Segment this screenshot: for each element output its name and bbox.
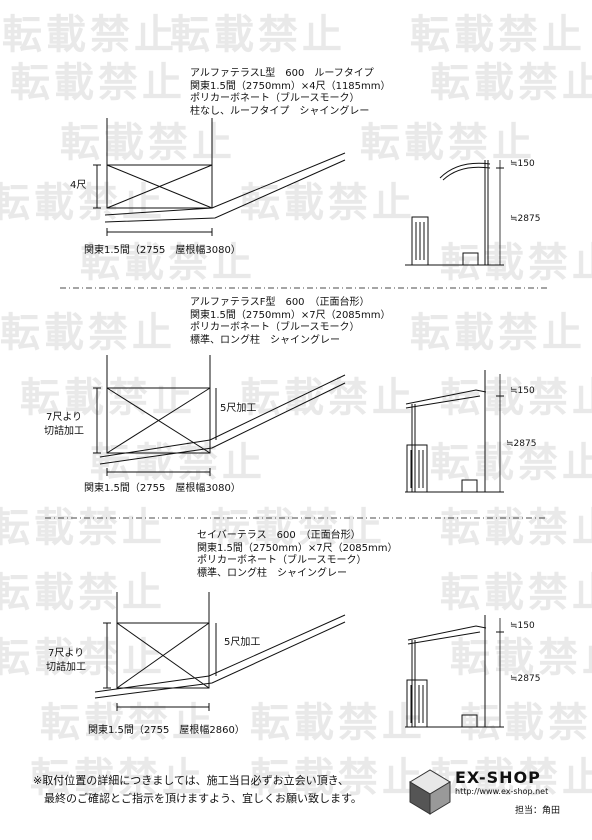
flat-roof-under bbox=[405, 395, 481, 409]
dim-top-label: ≒150 bbox=[510, 386, 535, 396]
carport-cross-2 bbox=[106, 387, 211, 454]
section-3-side-view bbox=[405, 615, 504, 728]
slope-line-2 bbox=[104, 159, 346, 223]
spec-line: ポリカーボネート（ブルースモーク） bbox=[190, 322, 360, 333]
logo-name: EX-SHOP bbox=[455, 768, 541, 787]
watermark-27: 転載禁止 bbox=[250, 700, 426, 746]
watermark-11: 転載禁止 bbox=[440, 240, 592, 286]
cut-label-line-1: 7尺より bbox=[46, 412, 83, 423]
section-3-specs: セイバーテラス 600 （正面台形） 関東1.5間（2750mm）×7尺（208… bbox=[197, 530, 398, 580]
gate-unit bbox=[406, 444, 428, 493]
carport-cross-2 bbox=[116, 622, 210, 689]
watermark-28: 転載禁止 bbox=[460, 700, 592, 746]
dim-top-label: ≒150 bbox=[510, 621, 535, 631]
gate-unit bbox=[411, 216, 429, 266]
cut-label-line-2: 切詰加工 bbox=[44, 426, 84, 437]
spec-line: 柱なし、ルーフタイプ シャイングレー bbox=[190, 105, 370, 117]
spec-line: アルファテラスL型 600 ルーフタイプ bbox=[190, 68, 374, 79]
watermark-9: 転載禁止 bbox=[240, 180, 416, 226]
watermark-8: 転載禁止 bbox=[0, 180, 166, 226]
watermark-15: 転載禁止 bbox=[240, 375, 416, 421]
watermark-30: 転載禁止 bbox=[250, 755, 426, 801]
watermark-10: 転載禁止 bbox=[80, 240, 256, 286]
watermark-20: 転載禁止 bbox=[210, 505, 386, 551]
watermark-13: 転載禁止 bbox=[410, 310, 586, 356]
width-label: 関東1.5間（2755 屋根幅3080） bbox=[84, 245, 241, 256]
watermark-3: 転載禁止 bbox=[410, 12, 586, 58]
width-label: 関東1.5間（2755 屋根幅2860） bbox=[88, 725, 245, 736]
watermark-1: 転載禁止 bbox=[2, 12, 178, 58]
height-label: 5尺加工 bbox=[224, 637, 261, 648]
slope-line-1 bbox=[99, 374, 346, 458]
spec-line: ポリカーボネート（ブルースモーク） bbox=[197, 555, 367, 566]
ex-shop-logo-icon bbox=[409, 769, 451, 815]
watermark-22: 転載禁止 bbox=[0, 570, 166, 616]
slope-line-1 bbox=[104, 152, 346, 216]
height-label: 5尺加工 bbox=[220, 403, 257, 414]
watermark-6: 転載禁止 bbox=[60, 120, 236, 166]
slope-line-2 bbox=[99, 382, 346, 465]
slope-line-2 bbox=[94, 621, 346, 699]
slope-line-1 bbox=[94, 614, 346, 693]
watermark-5: 転載禁止 bbox=[430, 60, 592, 106]
watermark-7: 転載禁止 bbox=[360, 120, 536, 166]
watermark-21: 転載禁止 bbox=[440, 505, 592, 551]
footer-note-line-1: ※取付位置の詳細につきましては、施工当日必ずお立会い頂き、 bbox=[33, 774, 349, 787]
watermark-29: 転載禁止 bbox=[30, 755, 206, 801]
watermark-25: 転載禁止 bbox=[450, 635, 592, 681]
section-3-front-view bbox=[94, 592, 346, 711]
spec-line: 標準、ロング柱 シャイングレー bbox=[190, 334, 340, 346]
watermark-2: 転載禁止 bbox=[170, 12, 346, 58]
watermark-17: 転載禁止 bbox=[90, 440, 266, 486]
spec-line: セイバーテラス 600 （正面台形） bbox=[197, 530, 361, 541]
curved-roof-inner bbox=[442, 166, 491, 181]
watermark-18: 転載禁止 bbox=[430, 440, 592, 486]
dim-height-label: ≒2875 bbox=[510, 214, 541, 224]
spec-line: 関東1.5間（2750mm）×7尺（2085mm） bbox=[197, 542, 398, 554]
logo-url: http://www.ex-shop.net bbox=[455, 787, 549, 796]
flat-roof-under bbox=[407, 631, 481, 645]
carport-frame bbox=[106, 387, 211, 454]
watermark-24: 転載禁止 bbox=[0, 635, 166, 681]
spec-line: 関東1.5間（2750mm）×4尺（1185mm） bbox=[190, 80, 391, 92]
cut-label-line-2: 切詰加工 bbox=[46, 662, 86, 673]
height-label: 4尺 bbox=[70, 180, 87, 191]
section-1-side-view bbox=[405, 160, 504, 266]
flat-roof bbox=[407, 625, 487, 641]
watermark-26: 転載禁止 bbox=[40, 700, 216, 746]
watermark-14: 転載禁止 bbox=[20, 375, 196, 421]
spec-line: 関東1.5間（2750mm）×7尺（2085mm） bbox=[190, 309, 391, 321]
spec-line: 標準、ロング柱 シャイングレー bbox=[197, 567, 347, 579]
watermark-31: 転載禁止 bbox=[430, 755, 592, 801]
gate-unit bbox=[406, 679, 428, 728]
carport-frame bbox=[116, 622, 210, 689]
section-2-specs: アルファテラスF型 600 （正面台形） 関東1.5間（2750mm）×7尺（2… bbox=[190, 297, 391, 347]
spec-line: ポリカーボネート（ブルースモーク） bbox=[190, 93, 360, 104]
carport-cross-2 bbox=[106, 164, 213, 209]
dim-height-label: ≒2875 bbox=[506, 439, 537, 449]
section-1-front-view bbox=[93, 118, 346, 236]
watermark-4: 転載禁止 bbox=[10, 60, 186, 106]
section-2-side-view bbox=[405, 370, 504, 493]
staff-label: 担当：角田 bbox=[515, 806, 561, 816]
ex-shop-logo: EX-SHOP http://www.ex-shop.net bbox=[455, 768, 548, 796]
small-box bbox=[461, 479, 478, 493]
carport-frame bbox=[106, 164, 213, 209]
cut-label-line-1: 7尺より bbox=[48, 648, 85, 659]
curved-roof bbox=[439, 162, 491, 179]
watermark-19: 転載禁止 bbox=[0, 505, 166, 551]
small-box bbox=[461, 714, 478, 728]
section-1-specs: アルファテラスL型 600 ルーフタイプ 関東1.5間（2750mm）×4尺（1… bbox=[190, 68, 391, 118]
small-box bbox=[462, 252, 479, 266]
watermark-23: 転載禁止 bbox=[440, 570, 592, 616]
dim-height-label: ≒2875 bbox=[510, 674, 541, 684]
section-2-front-view bbox=[93, 355, 346, 476]
width-label: 関東1.5間（2755 屋根幅3080） bbox=[84, 483, 241, 494]
spec-line: アルファテラスF型 600 （正面台形） bbox=[190, 297, 370, 308]
flat-roof bbox=[405, 389, 487, 405]
footer-note-line-2: 最終のご確認とご指示を頂けますよう、宜しくお願い致します。 bbox=[44, 792, 362, 805]
watermark-12: 転載禁止 bbox=[0, 310, 176, 356]
dim-top-label: ≒150 bbox=[510, 159, 535, 169]
